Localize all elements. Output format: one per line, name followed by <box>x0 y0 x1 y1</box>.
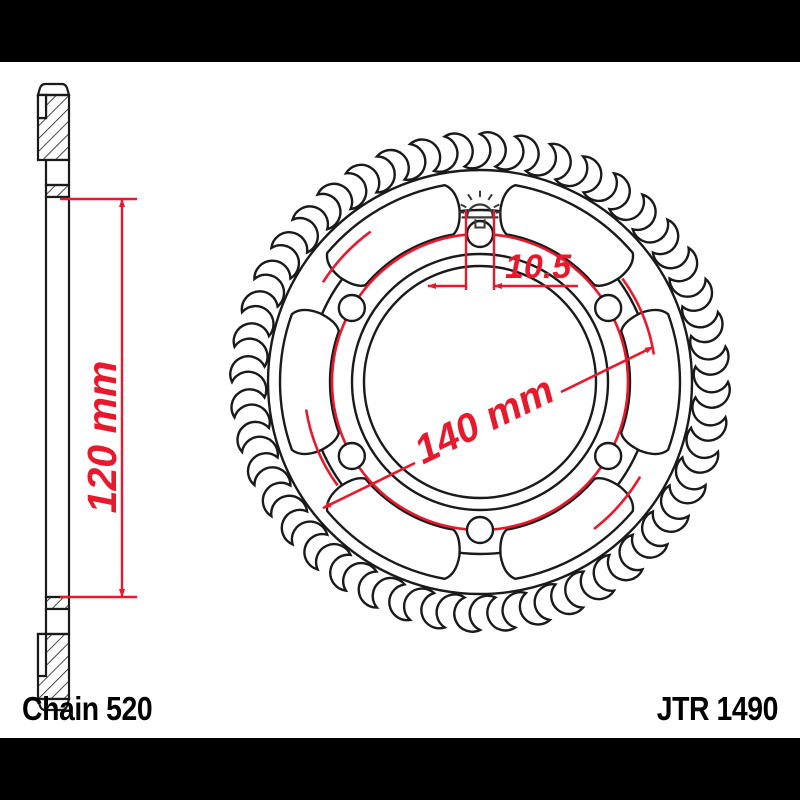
spoke-arms <box>304 230 656 530</box>
lightening-cutouts <box>278 183 682 581</box>
sun-ray-5 <box>458 210 465 214</box>
side-tooth-tip-top <box>36 82 71 97</box>
side-step-face-top <box>36 93 48 120</box>
bolt-circle-arc <box>357 233 468 299</box>
dimension-10-5-label: 10.5 <box>505 248 572 286</box>
sunburst-logo <box>458 190 502 229</box>
dim-line-140-upper <box>560 345 654 394</box>
lightening-cutout <box>278 308 341 456</box>
side-web <box>44 195 71 599</box>
sun-ray-1 <box>467 193 473 201</box>
technical-drawing-svg: 120 mm <box>0 62 800 738</box>
bolt-circle-arc <box>357 465 468 531</box>
sun-ray-3 <box>460 203 467 209</box>
bolt-circle-arc <box>492 465 603 531</box>
side-blank-block-bottom <box>44 607 71 636</box>
lightening-cutout <box>325 183 461 287</box>
cutout-accent-arc <box>321 230 372 284</box>
cutout-accent-arc <box>304 409 339 487</box>
logo-base-mark <box>474 219 486 229</box>
sun-dome-icon <box>466 203 494 218</box>
side-tooth-tip-bottom <box>36 697 71 712</box>
sun-ray-6 <box>495 210 502 214</box>
lightening-cutout <box>325 477 461 581</box>
lightening-cutout <box>499 183 635 287</box>
side-step-bottom <box>36 632 48 678</box>
dimension-120mm: 120 mm <box>60 197 137 599</box>
dimension-120mm-label: 120 mm <box>79 361 125 514</box>
bolt-holes <box>337 219 623 545</box>
bolt-hole <box>465 515 495 545</box>
bolt-hole <box>337 441 367 471</box>
bolt-circle-arcs <box>330 233 630 531</box>
letterbox-top <box>0 0 800 62</box>
sun-ray-2 <box>487 193 493 201</box>
hub-bore-circle <box>362 264 598 500</box>
drawing-canvas: 120 mm <box>0 62 800 738</box>
lightening-cutout <box>499 477 635 581</box>
bolt-hole <box>593 293 623 323</box>
dimension-10-5: 10.5 <box>427 210 578 290</box>
rim-outer-circle <box>266 168 694 596</box>
lightening-cutout <box>619 308 682 456</box>
bolt-hole <box>337 293 367 323</box>
bolt-circle-arc <box>330 318 348 446</box>
front-face-view <box>229 131 731 633</box>
hub-outer-circle <box>350 252 610 512</box>
bolt-circle-arc <box>612 318 630 446</box>
cutout-accent-arc <box>593 476 642 530</box>
side-section-view <box>36 82 71 712</box>
dim-line-140-lower <box>322 461 416 510</box>
sun-ray-4 <box>493 203 500 209</box>
bolt-hole <box>465 219 495 249</box>
bolt-circle-arc <box>492 233 603 299</box>
side-blank-block-top <box>44 158 71 187</box>
letterbox-bottom <box>0 738 800 800</box>
side-hatch-sliver-top <box>44 183 71 199</box>
side-hatch-sliver-bottom <box>44 595 71 611</box>
bolt-hole <box>593 441 623 471</box>
